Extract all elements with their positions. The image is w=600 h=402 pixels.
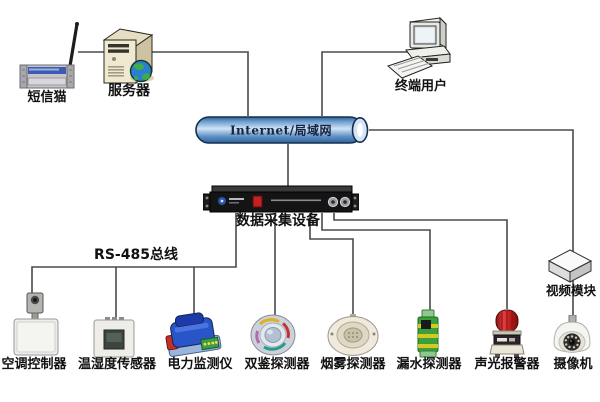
label-rs485-bus: RS-485总线 [94, 247, 178, 263]
rack-device-icon [202, 185, 360, 218]
label-smoke-detector: 烟雾探测器 [320, 357, 386, 372]
dome-camera-art [553, 314, 591, 353]
ac-controller-icon [12, 291, 60, 361]
smoke-detector-icon [327, 314, 379, 360]
label-sms-modem: 短信猫 [27, 90, 67, 105]
sound-light-alarm-art [489, 309, 525, 358]
server-tower-art [102, 28, 154, 84]
smoke-detector-art [327, 314, 379, 356]
label-dual-detector: 双鉴探测器 [244, 357, 310, 372]
dual-detector-art [250, 314, 296, 356]
rack-device-art [202, 185, 360, 213]
label-ac-controller: 空调控制器 [1, 357, 67, 372]
edge-server-network [150, 51, 249, 116]
edge-daq-smoke-detector [309, 213, 354, 316]
ac-controller-art [13, 292, 59, 356]
edge-daq-alarm [333, 213, 508, 309]
edge-daq-rs485-bus [31, 213, 237, 294]
label-sound-light-alarm: 声光报警器 [474, 357, 540, 372]
video-module-icon [547, 249, 593, 289]
temp-humidity-sensor-art [93, 317, 135, 358]
power-monitor-art [165, 312, 222, 357]
temp-humidity-sensor-icon [92, 316, 136, 362]
video-module-art [547, 249, 593, 283]
label-daq-device: 数据采集设备 [236, 213, 320, 229]
network-pipe-art [195, 116, 369, 144]
water-leak-detector-icon [413, 309, 443, 362]
network-pipe-icon [195, 116, 371, 148]
water-leak-detector-art [417, 309, 439, 358]
dual-detector-icon [250, 314, 296, 360]
sms-modem-icon [18, 20, 82, 94]
label-power-monitor: 电力监测仪 [167, 357, 233, 372]
label-camera: 摄像机 [553, 357, 593, 372]
sound-light-alarm-icon [485, 307, 529, 362]
sms-modem-art [19, 22, 79, 89]
label-water-leak-detector: 漏水探测器 [396, 357, 462, 372]
label-terminal-user: 终端用户 [394, 79, 448, 94]
dome-camera-icon [550, 314, 594, 360]
desktop-computer-icon [386, 16, 452, 84]
edge-network-video-camera [369, 129, 574, 317]
server-tower-icon [100, 24, 156, 90]
desktop-computer-art [387, 16, 451, 79]
label-network: Internet/局域网 [229, 123, 333, 138]
label-temp-humidity-sensor: 温湿度传感器 [77, 357, 157, 372]
label-video-module: 视频模块 [545, 283, 597, 298]
edge-daq-leak-detector [321, 213, 431, 311]
label-server: 服务器 [108, 83, 150, 99]
power-monitor-icon [164, 312, 222, 362]
edge-terminal-network [321, 51, 410, 116]
